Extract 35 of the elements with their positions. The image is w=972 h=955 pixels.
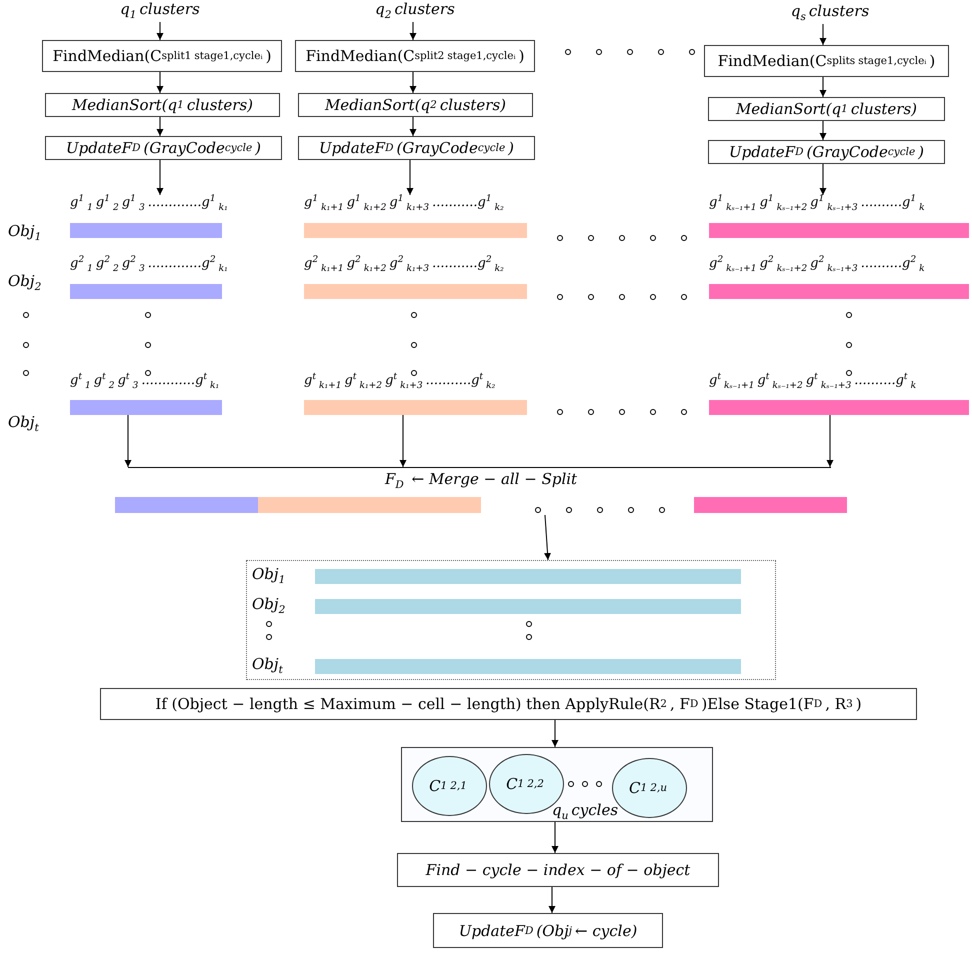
arrow [410,116,416,136]
dotted-frame [246,560,776,680]
data-bar [315,569,741,584]
row-label: Obj$_{2}$ [8,272,42,290]
arrow [410,22,416,40]
row-label: Obj$_{1}$ [8,222,42,240]
row-label: Obj$_{1}$ [252,565,286,583]
arrow [552,720,558,748]
arrow [548,886,556,914]
cycle-group-box [401,747,713,822]
arrow [544,514,552,560]
row-label: Obj$_{2}$ [252,595,286,613]
merge-label: F$_{D}$ ← Merge − all − Split [385,470,578,488]
process-box: Find − cycle − index − of − object [397,853,719,887]
arrow [400,414,406,468]
arrow [410,72,416,94]
arrow [156,22,164,40]
input-label: q$_{1}$clusters [95,0,225,22]
arrow [156,160,164,196]
row-label: Obj$_{t}$ [252,655,284,673]
arrow [820,24,826,46]
arrow [406,160,414,196]
arrow [124,414,132,468]
data-bar [315,599,741,614]
arrow [156,72,164,94]
input-label: q$_{2}$clusters [350,0,480,22]
arrow [820,164,826,196]
arrow [156,116,164,136]
arrow [826,414,834,468]
arrow [820,120,826,140]
data-bar [315,659,741,674]
arrow [820,76,826,98]
input-label: q$_{s}$clusters [765,2,895,24]
row-label: Obj$_{t}$ [8,413,40,431]
arrow [552,822,558,854]
